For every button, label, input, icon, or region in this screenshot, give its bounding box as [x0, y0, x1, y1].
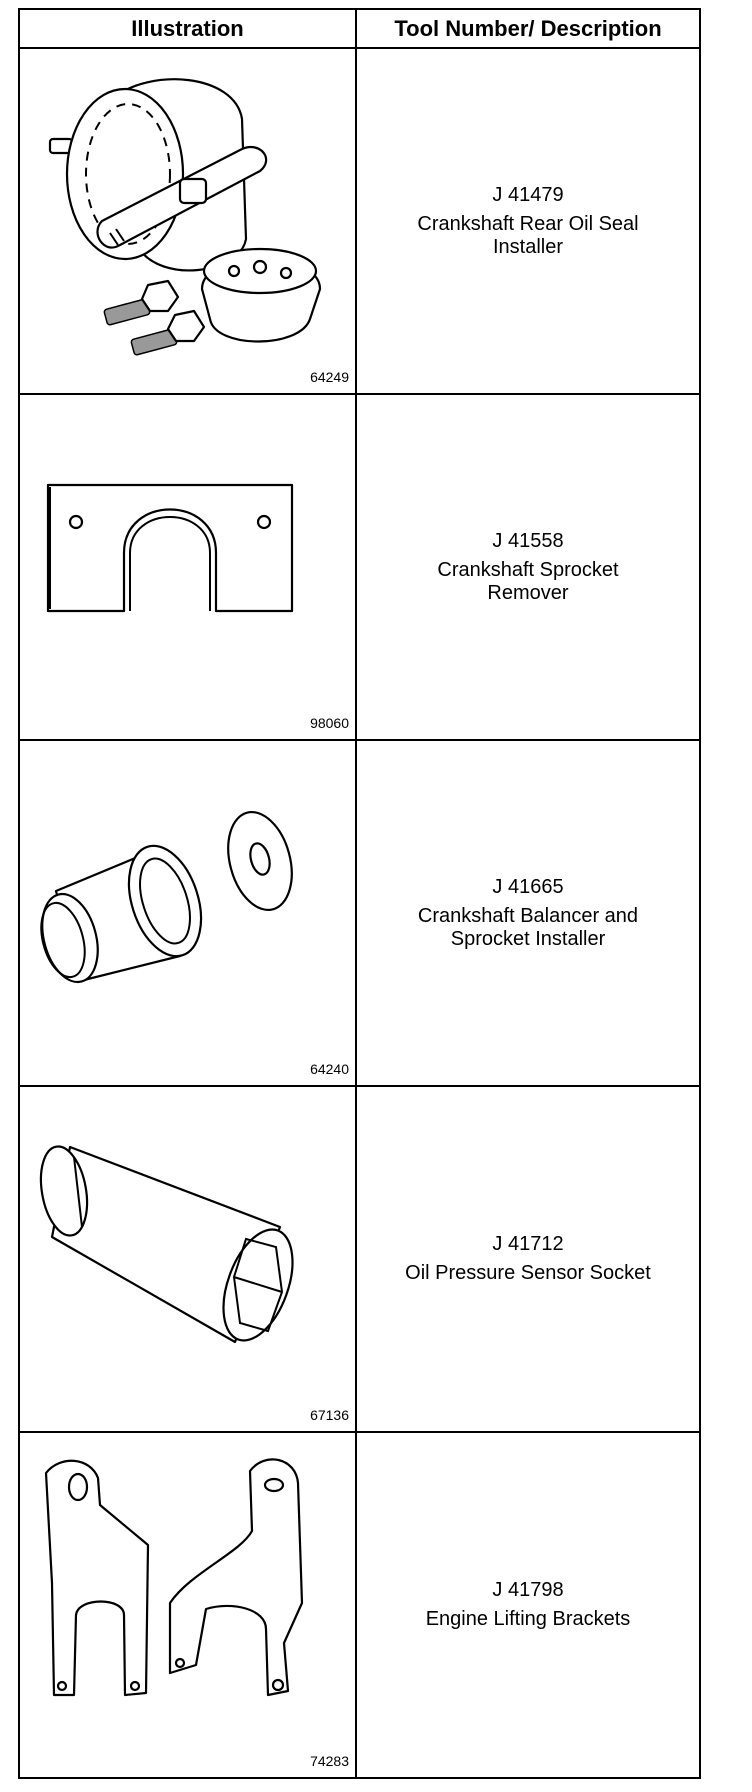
bracket-icon: [44, 1459, 150, 1697]
special-tools-table: Illustration Tool Number/ Description: [18, 8, 701, 1779]
figure-number: 64249: [310, 369, 349, 385]
tool-number: J 41479: [492, 183, 564, 206]
table-row: 64240 J 41665 Crankshaft Balancer and Sp…: [18, 739, 701, 1087]
illustration-cell: 64240: [18, 739, 357, 1087]
figure-number: 67136: [310, 1407, 349, 1423]
tool-description: Crankshaft Sprocket Remover: [437, 558, 619, 604]
tool-description-cell: J 41479 Crankshaft Rear Oil Seal Install…: [355, 47, 701, 395]
tool-description-cell: J 41798 Engine Lifting Brackets: [355, 1431, 701, 1779]
table-row: 67136 J 41712 Oil Pressure Sensor Socket: [18, 1085, 701, 1433]
illustration-cell: 64249: [18, 47, 357, 395]
illustration-cell: 74283: [18, 1431, 357, 1779]
tool-number: J 41558: [492, 529, 564, 552]
sensor-socket-icon: [39, 1145, 294, 1344]
tool-description: Crankshaft Rear Oil Seal Installer: [417, 212, 639, 258]
figure-number: 64240: [310, 1061, 349, 1077]
figure-number: 98060: [310, 715, 349, 731]
tool-description: Engine Lifting Brackets: [425, 1608, 631, 1630]
bolt-icon: [130, 309, 206, 356]
tool-description: Oil Pressure Sensor Socket: [405, 1262, 651, 1284]
sprocket-remover-icon: [46, 483, 294, 613]
oil-seal-installer-icon: [48, 78, 322, 356]
table-row: 98060 J 41558 Crankshaft Sprocket Remove…: [18, 393, 701, 741]
tool-description: Crankshaft Balancer and Sprocket Install…: [417, 904, 639, 950]
tool-description-cell: J 41665 Crankshaft Balancer and Sprocket…: [355, 739, 701, 1087]
lifting-brackets-icon: [44, 1458, 304, 1697]
tool-description-cell: J 41712 Oil Pressure Sensor Socket: [355, 1085, 701, 1433]
illustration-cell: 98060: [18, 393, 357, 741]
table-row: 64249 J 41479 Crankshaft Rear Oil Seal I…: [18, 47, 701, 395]
balancer-installer-icon: [40, 810, 293, 984]
tool-number: J 41712: [492, 1233, 564, 1255]
figure-number: 74283: [310, 1753, 349, 1769]
table-row: 74283 J 41798 Engine Lifting Brackets: [18, 1431, 701, 1779]
illustration-cell: 67136: [18, 1085, 357, 1433]
header-tool-description: Tool Number/ Description: [355, 8, 701, 49]
tool-number: J 41798: [492, 1579, 564, 1601]
header-illustration: Illustration: [18, 8, 357, 49]
bolt-icon: [103, 279, 180, 326]
table-header-row: Illustration Tool Number/ Description: [18, 8, 701, 49]
tool-description-cell: J 41558 Crankshaft Sprocket Remover: [355, 393, 701, 741]
tool-number: J 41665: [492, 875, 564, 898]
bracket-icon: [168, 1458, 304, 1697]
